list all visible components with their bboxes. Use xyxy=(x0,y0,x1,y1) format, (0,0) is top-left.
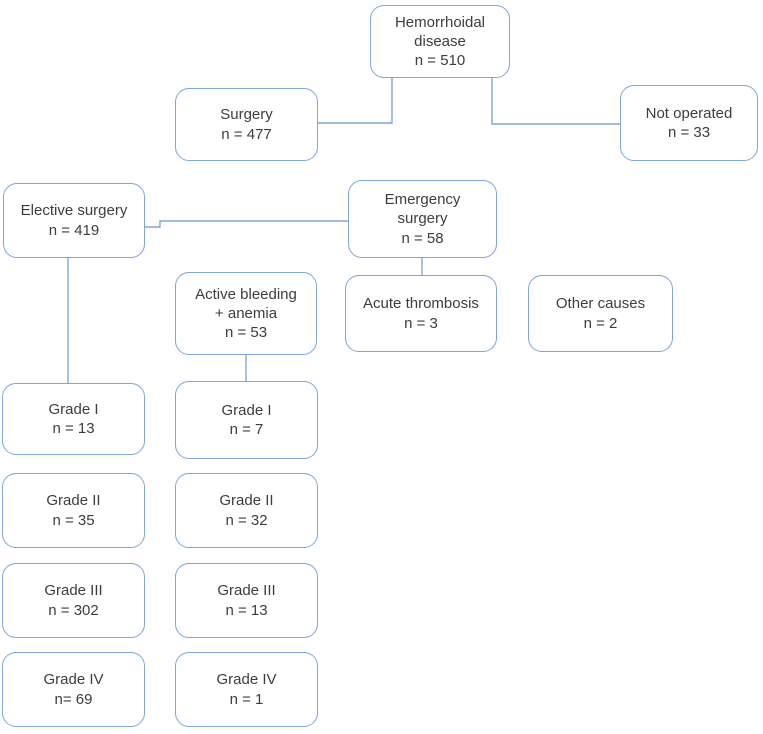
node-title: Other causes xyxy=(555,295,646,313)
node-count: n = 2 xyxy=(583,314,618,332)
node-count: n = 510 xyxy=(414,52,466,70)
node-count: n = 13 xyxy=(52,420,95,437)
node-count: n = 58 xyxy=(401,229,444,247)
node-bleeding-grade-1: Grade I n = 7 xyxy=(175,381,318,459)
node-title: Surgery xyxy=(220,106,273,124)
connector-hemorrhoidal-to-not-operated xyxy=(491,78,620,125)
node-title: Grade I xyxy=(48,400,99,418)
node-not-operated: Not operated n = 33 xyxy=(620,85,758,161)
connector-hemorrhoidal-to-surgery xyxy=(318,78,393,124)
node-title: Grade I xyxy=(221,401,272,419)
node-hemorrhoidal-disease: Hemorrhoidal disease n = 510 xyxy=(370,5,510,78)
node-title: Acute thrombosis xyxy=(363,295,479,313)
node-acute-thrombosis: Acute thrombosis n = 3 xyxy=(345,275,497,352)
node-title: Grade IV xyxy=(216,671,277,689)
node-elective-grade-2: Grade II n = 35 xyxy=(2,473,145,548)
node-count: n = 53 xyxy=(224,324,268,342)
node-title: Not operated xyxy=(645,104,733,122)
node-elective-grade-4: Grade IV n= 69 xyxy=(2,652,145,727)
node-bleeding-grade-3: Grade III n = 13 xyxy=(175,563,318,638)
node-bleeding-grade-4: Grade IV n = 1 xyxy=(175,652,318,727)
node-emergency-surgery: Emergency surgery n = 58 xyxy=(348,180,497,258)
node-active-bleeding-anemia: Active bleeding + anemia n = 53 xyxy=(175,272,317,355)
node-title: Grade III xyxy=(44,582,103,600)
node-title: Grade IV xyxy=(43,671,104,689)
node-title: Active bleeding + anemia xyxy=(195,285,297,322)
node-count: n = 3 xyxy=(404,314,438,332)
node-title: Hemorrhoidal disease xyxy=(394,13,486,50)
node-title: Emergency surgery xyxy=(384,191,461,228)
node-count: n = 33 xyxy=(667,124,711,141)
node-count: n = 419 xyxy=(48,221,100,239)
node-count: n = 32 xyxy=(225,511,268,529)
node-count: n = 13 xyxy=(225,601,268,619)
node-bleeding-grade-2: Grade II n = 32 xyxy=(175,473,318,548)
node-count: n = 302 xyxy=(48,601,99,619)
node-other-causes: Other causes n = 2 xyxy=(528,275,673,352)
node-count: n = 1 xyxy=(229,690,264,708)
node-count: n = 477 xyxy=(221,125,272,143)
node-count: n= 69 xyxy=(54,690,93,708)
node-surgery: Surgery n = 477 xyxy=(175,88,318,161)
node-count: n = 35 xyxy=(52,511,95,529)
node-elective-grade-1: Grade I n = 13 xyxy=(2,383,145,455)
node-title: Grade II xyxy=(219,492,274,510)
connector-elective-to-emergency xyxy=(145,220,348,228)
node-title: Grade II xyxy=(46,492,101,510)
node-elective-grade-3: Grade III n = 302 xyxy=(2,563,145,638)
node-title: Grade III xyxy=(217,582,276,600)
node-count: n = 7 xyxy=(229,421,264,438)
node-title: Elective surgery xyxy=(20,202,128,220)
node-elective-surgery: Elective surgery n = 419 xyxy=(3,183,145,258)
